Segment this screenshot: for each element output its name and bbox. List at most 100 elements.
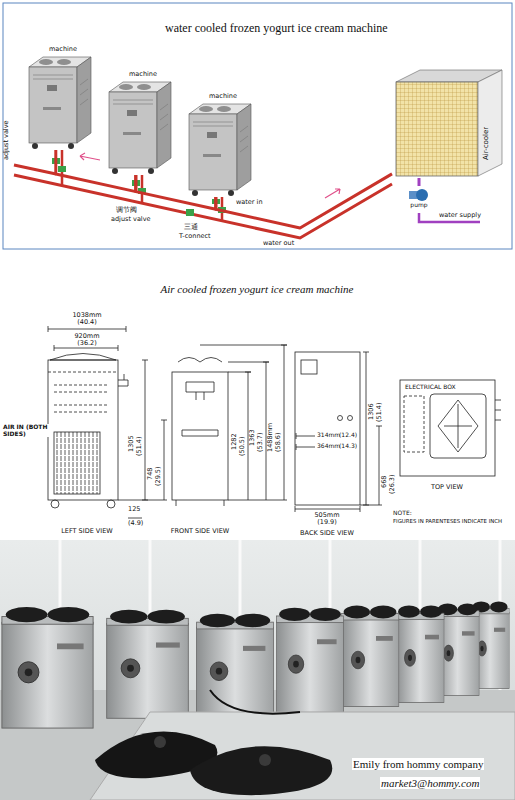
machine-shape-part <box>113 100 168 130</box>
drawing-label: FRONT SIDE VIEW <box>171 528 229 535</box>
machine-shape-part <box>157 82 171 168</box>
drawing-label: (51.4) <box>136 436 143 456</box>
drawing-label: (40.4) <box>77 319 97 326</box>
technical-drawing-part <box>495 400 501 420</box>
pump-node: pump <box>405 186 433 212</box>
technical-drawing-part <box>400 380 495 476</box>
technical-drawing-part <box>296 433 315 450</box>
technical-drawing-part <box>48 326 126 351</box>
drawing-label: 314mm <box>317 432 340 439</box>
technical-drawing-part <box>118 374 128 386</box>
drawing-label: (50.5) <box>239 436 246 456</box>
drawing-label: 1306 <box>368 403 375 420</box>
machine-shape-part <box>192 190 198 196</box>
factory-photo-part <box>341 606 399 707</box>
water-system-frame-part <box>186 209 194 216</box>
drawing-label: adjust valve <box>110 216 152 223</box>
drawing-label: adjust valve <box>3 120 10 160</box>
factory-photo-part <box>197 614 274 721</box>
drawing-label: (58.6) <box>275 432 282 452</box>
machine-shape <box>25 45 95 150</box>
machine-shape-part <box>123 132 141 135</box>
water-pipe <box>418 178 421 186</box>
drawing-label: 125 <box>128 506 140 513</box>
factory-photo-part <box>259 754 271 766</box>
technical-drawing-part <box>430 394 486 458</box>
technical-drawing-part <box>404 396 424 452</box>
machine-shape-part <box>199 106 213 112</box>
water-system-frame <box>3 3 512 249</box>
drawing-label: Air cooled frozen yogurt ice cream machi… <box>161 283 354 295</box>
machine-shape-part <box>203 154 221 157</box>
machine-shape-part <box>207 132 217 138</box>
drawing-label: TOP VIEW <box>431 484 463 491</box>
drawing-label: FIGURES IN PARENTESES INDICATE INCH <box>393 519 502 525</box>
drawing-label: BACK SIDE VIEW <box>300 530 354 537</box>
water-system-frame-part <box>3 3 512 249</box>
factory-photo-part <box>276 608 343 713</box>
technical-drawing-part <box>50 354 116 361</box>
drawing-label: (53.7) <box>257 432 264 452</box>
drawing-label: water out <box>262 240 295 247</box>
drawing-label: (51.4) <box>376 402 383 422</box>
cooler-shape <box>392 68 504 178</box>
drawing-label: water in <box>235 199 264 206</box>
technical-drawing-part <box>295 352 382 512</box>
technical-drawing <box>48 326 501 518</box>
drawing-label: ELECTRICAL BOX <box>405 384 456 391</box>
technical-drawing-part <box>48 360 118 500</box>
drawing-label: (4.9) <box>128 520 143 527</box>
factory-photo-part <box>154 736 166 748</box>
cooler-shape-part <box>396 82 478 176</box>
machine-node: machine <box>25 45 95 150</box>
drawing-label: 1363 <box>249 429 256 446</box>
factory-photo-part <box>210 690 300 714</box>
air-cooler-node: Air-cooler <box>392 68 504 178</box>
factory-photo-part <box>0 540 515 800</box>
drawing-label: 748 <box>147 468 154 480</box>
technical-drawing-part <box>172 372 228 500</box>
machine-shape-part <box>47 85 57 91</box>
drawing-label: (29.5) <box>155 466 162 486</box>
machine-shape-part <box>57 59 71 65</box>
machine-shape-part <box>39 59 53 65</box>
technical-drawing-part <box>107 500 115 508</box>
machine-shape-part <box>228 190 234 196</box>
factory-photo-part <box>107 610 189 719</box>
pump-shape <box>405 186 433 212</box>
machine-shape-part <box>109 92 157 168</box>
technical-drawing-part <box>295 352 360 505</box>
technical-drawing-part <box>176 500 224 506</box>
machine-shape-part <box>29 67 77 143</box>
technical-drawing-part <box>301 360 317 374</box>
drawing-label: 1282 <box>231 433 238 450</box>
drawing-label: (14.3) <box>339 443 357 450</box>
technical-drawing-part <box>118 360 167 518</box>
machine-shape <box>185 92 255 197</box>
diagram-title: water cooled frozen yogurt ice cream mac… <box>165 22 388 35</box>
node-label: pump <box>410 202 427 209</box>
technical-drawing-part <box>182 382 218 436</box>
machine-shape-part <box>68 143 74 149</box>
node-label: machine <box>209 93 237 100</box>
drawing-label: Emily from hommy company <box>352 758 484 770</box>
drawing-label: T-connect <box>178 233 212 240</box>
machine-shape-part <box>77 57 91 143</box>
drawing-label: (36.2) <box>77 340 97 347</box>
water-system-frame-part <box>14 165 56 174</box>
factory-photo-part <box>190 746 332 795</box>
technical-drawing-part <box>438 400 478 452</box>
technical-drawing-part <box>338 416 343 421</box>
drawing-label: water supply <box>438 212 482 219</box>
water-system-frame-part <box>58 166 66 172</box>
machine-shape-part <box>127 110 137 116</box>
machine-shape-part <box>148 168 154 174</box>
machine-shape-part <box>43 107 61 110</box>
machine-shape-part <box>217 106 231 112</box>
drawing-label: AIR IN (BOTH SIDES) <box>2 424 50 437</box>
machine-shape-part <box>137 84 151 90</box>
machine-shape <box>105 70 175 175</box>
factory-photo-part <box>396 606 444 703</box>
drawing-label: LEFT SIDE VIEW <box>61 528 113 535</box>
node-label: machine <box>129 71 157 78</box>
